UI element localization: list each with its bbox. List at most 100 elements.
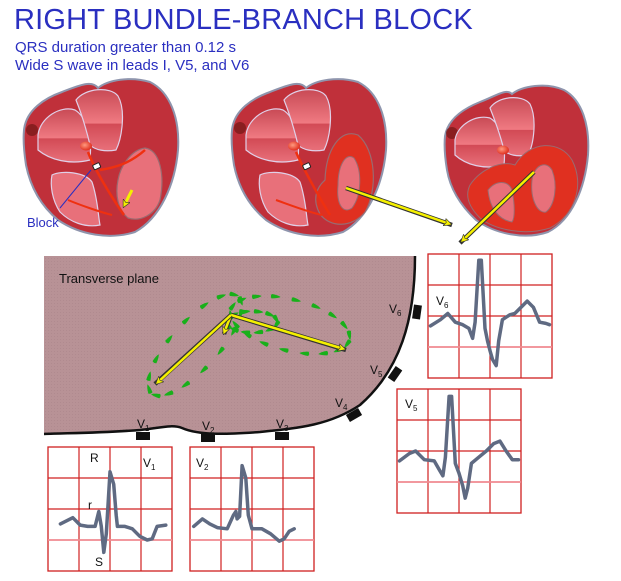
qrs-loop-teardrop bbox=[151, 393, 161, 399]
qrs-loop-teardrop bbox=[199, 302, 209, 310]
ecg-trace bbox=[191, 463, 296, 543]
svg-text:V1: V1 bbox=[137, 417, 150, 433]
svg-text:V3: V3 bbox=[276, 417, 289, 433]
qrs-loop-teardrop bbox=[165, 334, 173, 344]
qrs-loop-teardrop bbox=[240, 309, 251, 315]
wave-label-S: S bbox=[95, 555, 103, 569]
ecg-panel-v1 bbox=[47, 446, 173, 572]
lead-label-v5: V5 bbox=[405, 397, 418, 413]
svg-text:V2: V2 bbox=[196, 456, 209, 472]
qrs-loop-teardrop bbox=[163, 390, 174, 396]
lead-label-v1: V1 bbox=[143, 456, 156, 472]
qrs-loop-teardrop bbox=[311, 303, 321, 309]
left-bundle-branch bbox=[86, 149, 146, 216]
right-bundle-activation bbox=[67, 199, 113, 216]
qrs-loop-teardrop bbox=[216, 294, 227, 300]
qrs-loop-teardrop bbox=[147, 384, 153, 394]
subtitle-wide-s-wave: Wide S wave in leads I, V5, and V6 bbox=[15, 57, 250, 74]
block-marker bbox=[302, 162, 312, 171]
electrode-label-v4: V4 bbox=[335, 396, 348, 412]
heart-panel-3 bbox=[443, 84, 590, 237]
transverse-plane-label: Transverse plane bbox=[59, 271, 159, 286]
qrs-loop-teardrop bbox=[272, 314, 279, 324]
qrs-vectors bbox=[153, 312, 347, 386]
rv-vector-arrow-fill bbox=[462, 171, 535, 241]
lv-vector-arrow-fill bbox=[345, 186, 450, 224]
svg-text:V2: V2 bbox=[202, 419, 215, 435]
block-marker bbox=[92, 162, 102, 171]
qrs-loop-teardrop bbox=[265, 310, 275, 317]
electrode-pad-v4 bbox=[345, 408, 363, 422]
electrode-label-v2: V2 bbox=[202, 419, 215, 435]
subtitle-qrs-duration: QRS duration greater than 0.12 s bbox=[15, 39, 236, 56]
right-bundle-activation bbox=[275, 199, 323, 216]
qrs-loop-teardrop bbox=[278, 348, 289, 353]
ecg-panel-v5 bbox=[396, 388, 522, 514]
electrode-pad-v1 bbox=[136, 432, 150, 440]
av-node bbox=[80, 141, 92, 151]
left-atrium bbox=[283, 89, 332, 152]
svg-text:V5: V5 bbox=[370, 363, 383, 379]
svg-text:V6: V6 bbox=[389, 302, 402, 318]
qrs-loop-teardrop bbox=[229, 291, 239, 297]
svg-text:V4: V4 bbox=[335, 396, 348, 412]
qrs-loop-teardrop bbox=[253, 309, 264, 314]
qrs-loop-teardrop bbox=[237, 297, 247, 304]
sa-node bbox=[234, 122, 246, 134]
qrs-loop-teardrop bbox=[146, 371, 152, 381]
electrode-pad-v6 bbox=[412, 304, 422, 320]
left-ventricle-cavity bbox=[337, 156, 361, 211]
qrs-loop-teardrop bbox=[217, 346, 225, 356]
electrode-label-v1: V1 bbox=[137, 417, 150, 433]
qrs-loop-teardrop bbox=[251, 294, 262, 300]
ecg-panel-v2 bbox=[189, 446, 315, 572]
heart-panel-1: Block bbox=[22, 78, 180, 237]
svg-text:V1: V1 bbox=[143, 456, 156, 472]
plane-top-highlight bbox=[44, 254, 314, 256]
sa-node bbox=[26, 124, 38, 136]
left-atrium bbox=[75, 89, 124, 152]
av-node bbox=[288, 141, 300, 151]
electrode-label-v6: V6 bbox=[389, 302, 402, 318]
qrs-loop-teardrop bbox=[232, 320, 240, 330]
diagram-title: RIGHT BUNDLE-BRANCH BLOCK bbox=[14, 4, 473, 36]
qrs-loop-teardrop bbox=[229, 327, 239, 334]
chest-wall bbox=[43, 255, 417, 436]
qrs-loop-teardrop bbox=[200, 365, 209, 374]
qrs-loop-teardrop bbox=[328, 311, 337, 319]
qrs-loop-teardrop bbox=[181, 380, 191, 388]
heart-panel-2 bbox=[230, 78, 388, 237]
qrs-loop-teardrop bbox=[152, 354, 159, 364]
lead-label-v6: V6 bbox=[436, 294, 449, 310]
block-label: Block bbox=[27, 215, 59, 230]
qrs-loop-teardrop bbox=[181, 316, 190, 325]
wave-label-R: R bbox=[90, 451, 99, 465]
qrs-loop-teardrop bbox=[299, 351, 310, 356]
ecg-trace bbox=[428, 258, 552, 368]
qrs-loop-teardrop bbox=[253, 329, 264, 335]
ecg-trace bbox=[397, 394, 521, 500]
rv-vector-fill-plane bbox=[157, 314, 232, 383]
electrode-label-v5: V5 bbox=[370, 363, 383, 379]
ecg-trace bbox=[58, 470, 168, 555]
block-pointer bbox=[59, 169, 92, 209]
qrs-loop-teardrop bbox=[318, 350, 329, 356]
left-ventricle-cavity bbox=[531, 164, 556, 213]
qrs-loop-teardrop bbox=[340, 320, 348, 330]
right-ventricle bbox=[50, 171, 101, 227]
sa-node bbox=[446, 127, 458, 139]
qrs-loop-teardrop bbox=[291, 297, 302, 302]
lead-label-v2: V2 bbox=[196, 456, 209, 472]
wave-label-r: r bbox=[88, 498, 92, 512]
electrode-pad-v3 bbox=[275, 432, 289, 440]
ecg-panel-v6 bbox=[427, 253, 553, 379]
qrs-loop-teardrop bbox=[270, 294, 281, 299]
left-bundle-branch bbox=[294, 151, 332, 216]
svg-text:V5: V5 bbox=[405, 397, 418, 413]
qrs-loop-teardrop bbox=[346, 330, 352, 341]
qrs-loop-teardrop bbox=[240, 330, 251, 335]
av-node bbox=[497, 145, 509, 155]
electrode-pad-v5 bbox=[387, 365, 403, 383]
septal-vector bbox=[122, 189, 134, 206]
